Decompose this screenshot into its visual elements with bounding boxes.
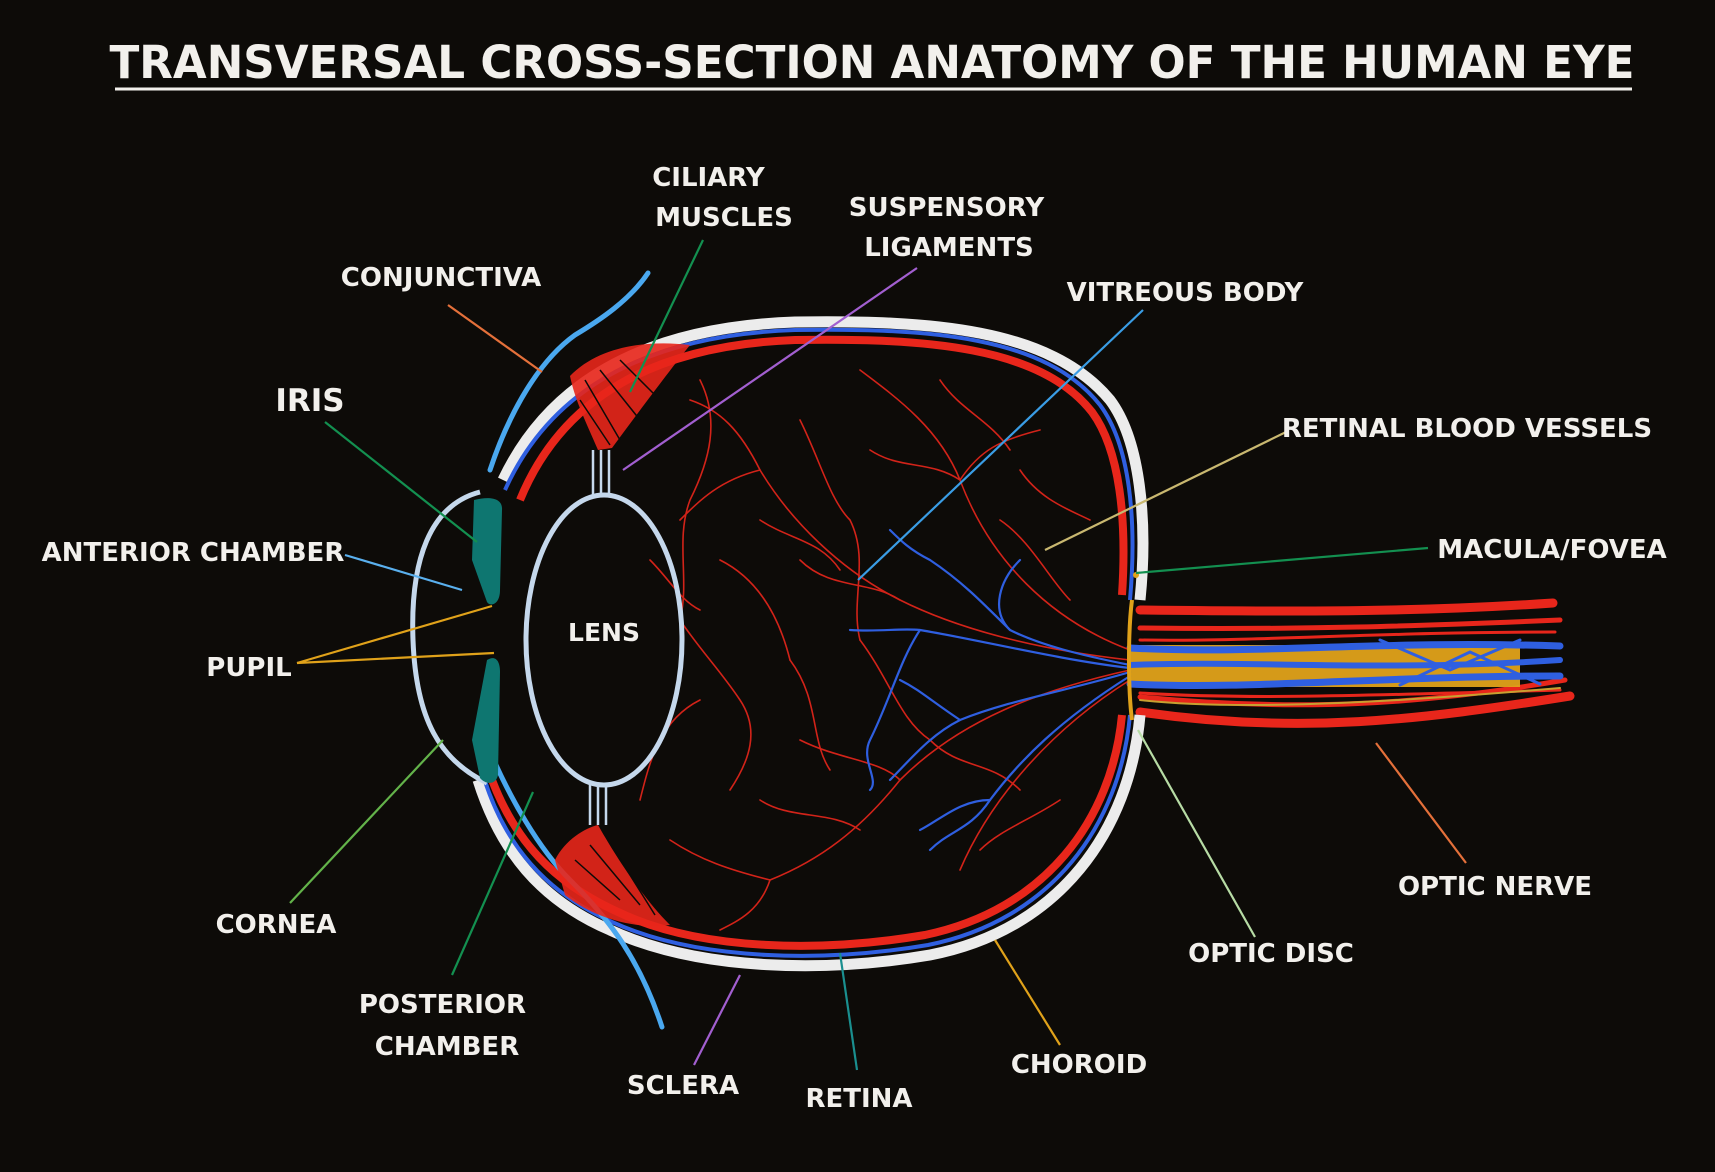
label-pupil: PUPIL [206,653,291,683]
iris-upper [472,498,503,605]
lens-drawing [523,492,685,788]
iris-lower [472,658,500,783]
leader-optic-disc [1137,729,1256,938]
label-cornea: CORNEA [216,910,337,940]
leader-pupil-1 [296,604,493,665]
label-choroid: CHOROID [1011,1050,1147,1080]
label-iris: IRIS [275,383,344,419]
leader-vitreous-body [857,309,1144,581]
label-posterior-chamber: POSTERIOR CHAMBER [359,990,535,1062]
leader-suspensory-ligaments [622,267,918,471]
label-conjunctiva: CONJUNCTIVA [341,263,541,293]
label-optic-nerve: OPTIC NERVE [1398,872,1592,902]
optic-nerve-drawing [1126,598,1575,728]
label-anterior-chamber: ANTERIOR CHAMBER [42,538,345,568]
retinal-veins-drawing [848,528,1132,852]
leader-lines [289,239,1467,1071]
label-macula-fovea: MACULA/FOVEA [1437,535,1667,565]
leader-posterior-chamber [450,791,535,976]
leader-anterior-chamber [344,553,463,592]
suspensory-ligaments-drawing [588,450,611,825]
leader-pupil-2 [296,651,495,665]
leader-macula-fovea [1135,546,1429,575]
ciliary-muscle-upper [570,343,690,450]
label-vitreous-body: VITREOUS BODY [1067,278,1305,308]
label-optic-disc: OPTIC DISC [1188,939,1354,969]
eye-drawing [410,270,1575,1030]
label-retinal-blood-vessels: RETINAL BLOOD VESSELS [1282,414,1652,444]
leader-ciliary-muscles [629,239,704,393]
leader-cornea [289,739,444,904]
leader-optic-nerve [1375,742,1467,864]
leader-sclera [693,974,741,1066]
optic-disc-drawing [1127,599,1134,721]
leader-choroid [994,939,1061,1046]
label-sclera: SCLERA [627,1071,739,1101]
ciliary-muscle-lower [555,825,670,926]
label-retina: RETINA [805,1084,912,1114]
label-ciliary-muscles: CILIARY MUSCLES [652,163,793,233]
labels: CILIARY MUSCLES SUSPENSORY LIGAMENTS CON… [42,163,1667,1114]
leader-iris [324,421,478,543]
leader-conjunctiva [447,304,543,373]
retinal-blood-vessels-drawing [639,369,1131,931]
label-lens: LENS [568,618,640,647]
label-suspensory-ligaments: SUSPENSORY LIGAMENTS [849,193,1053,263]
diagram-title: TRANSVERSAL CROSS-SECTION ANATOMY OF THE… [110,36,1635,89]
leader-retinal-blood-vessels [1044,431,1287,551]
leader-retina [838,952,859,1071]
